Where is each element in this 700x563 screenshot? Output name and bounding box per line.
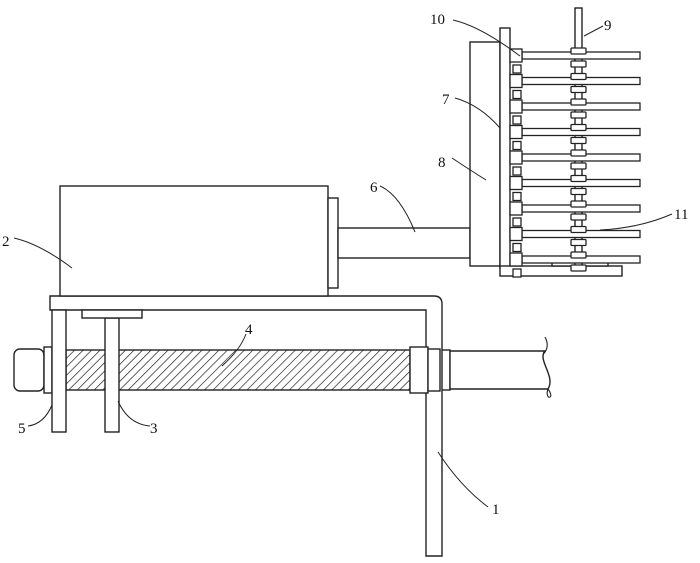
shaft-collar — [570, 213, 587, 221]
support-leg-5 — [51, 309, 67, 433]
shaft-collar — [570, 136, 587, 145]
shaft-collar — [570, 225, 587, 234]
shaft-collar — [570, 111, 587, 119]
drive-shaft — [337, 227, 471, 259]
shaft-collar — [570, 85, 587, 94]
label-part-9: 9 — [604, 18, 612, 34]
tooth-clamp — [509, 48, 523, 63]
motor-flange — [327, 197, 339, 289]
comb-teeth — [509, 47, 641, 278]
label-part-1: 1 — [492, 502, 500, 518]
shaft-collar — [570, 187, 587, 196]
tooth-clamp — [509, 124, 523, 140]
tooth-clamp — [509, 201, 523, 216]
clamp-bolt — [512, 166, 522, 176]
mounting-plate — [469, 41, 501, 267]
frame-plate — [499, 27, 511, 269]
clamp-bolt — [512, 64, 522, 74]
tooth-clamp — [509, 226, 523, 242]
tooth-clamp — [509, 252, 523, 267]
threaded-rod — [65, 349, 411, 391]
leader-lines — [13, 19, 673, 508]
label-part-5: 5 — [18, 421, 26, 437]
bracket-bearing — [409, 346, 429, 394]
support-leg-3 — [104, 317, 120, 433]
part-labels: 1 2 3 4 5 6 7 8 9 10 11 — [2, 12, 688, 518]
tooth-clamp — [509, 73, 523, 89]
shaft-collar — [570, 98, 587, 106]
shaft-collar — [570, 60, 587, 68]
shaft-collar — [570, 162, 587, 170]
shaft-collar — [570, 174, 587, 183]
label-part-7: 7 — [442, 92, 450, 108]
clamp-bolt — [512, 268, 522, 278]
shaft-collar — [570, 238, 587, 247]
shaft-collar — [570, 200, 587, 208]
slider-block — [81, 309, 143, 319]
shaft-collar — [570, 123, 587, 132]
label-part-8: 8 — [438, 155, 446, 171]
motor-body — [59, 185, 329, 297]
label-part-2: 2 — [2, 234, 10, 250]
tooth-clamp — [509, 175, 523, 191]
label-part-4: 4 — [245, 322, 253, 338]
clamp-bolt — [512, 115, 522, 125]
label-part-3: 3 — [150, 421, 158, 437]
shaft-collar — [570, 149, 587, 157]
shaft-collar — [570, 72, 587, 81]
clamp-bolt — [512, 191, 522, 202]
clamp-bolt — [512, 242, 522, 253]
shaft-collar — [570, 264, 587, 272]
label-part-10: 10 — [430, 12, 445, 28]
label-part-6: 6 — [370, 180, 378, 196]
tooth-clamp — [509, 99, 523, 114]
clamp-bolt — [512, 89, 522, 100]
label-part-11: 11 — [674, 207, 688, 223]
clamp-bolt — [512, 140, 522, 151]
shaft-collar — [570, 47, 587, 55]
clamp-bolt — [512, 217, 522, 227]
tooth-clamp — [509, 150, 523, 165]
shaft-collar — [570, 251, 587, 259]
